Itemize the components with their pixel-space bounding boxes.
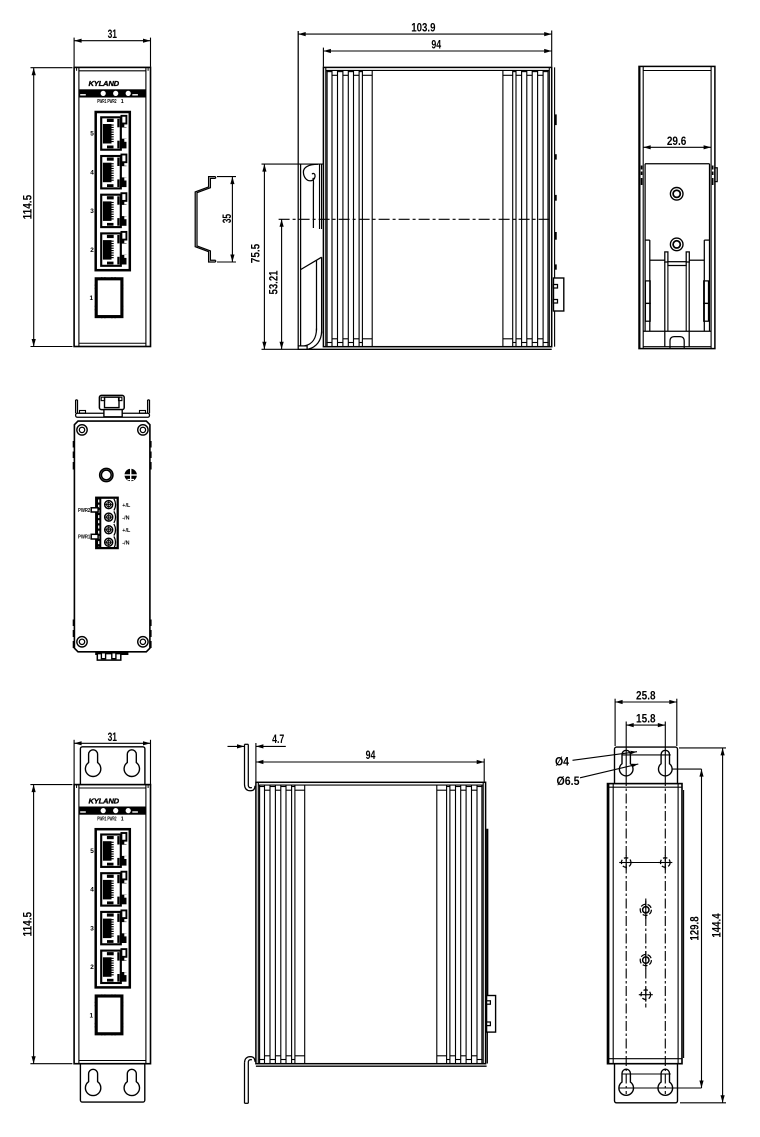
svg-text:53.21: 53.21 — [267, 270, 281, 294]
svg-text:5: 5 — [90, 131, 94, 138]
svg-text:4: 4 — [90, 887, 94, 894]
svg-text:PWR1: PWR1 — [78, 535, 90, 541]
svg-text:114.5: 114.5 — [21, 912, 35, 937]
svg-text:1: 1 — [121, 816, 124, 822]
svg-text:29.6: 29.6 — [667, 134, 687, 148]
svg-text:3: 3 — [90, 925, 94, 932]
svg-text:+/L: +/L — [122, 528, 131, 534]
svg-text:+/L: +/L — [122, 503, 131, 509]
svg-text:KYLAND: KYLAND — [88, 796, 119, 805]
svg-text:1: 1 — [89, 295, 93, 302]
svg-text:35: 35 — [220, 214, 234, 224]
svg-text:-/N: -/N — [122, 540, 129, 546]
svg-text:4: 4 — [90, 169, 94, 176]
svg-text:3: 3 — [90, 208, 94, 215]
svg-text:1: 1 — [121, 99, 124, 105]
svg-text:103.9: 103.9 — [411, 21, 435, 35]
svg-text:1: 1 — [89, 1012, 93, 1019]
svg-text:94: 94 — [366, 748, 376, 762]
svg-text:114.5: 114.5 — [21, 195, 35, 220]
svg-text:-/N: -/N — [122, 515, 129, 521]
svg-text:31: 31 — [108, 730, 118, 744]
svg-text:5: 5 — [90, 848, 94, 855]
svg-text:25.8: 25.8 — [636, 689, 656, 703]
svg-text:PWR1 PWR2: PWR1 PWR2 — [97, 816, 116, 822]
svg-text:4.7: 4.7 — [272, 732, 284, 746]
svg-text:2: 2 — [90, 964, 94, 971]
svg-text:PWR2: PWR2 — [78, 508, 90, 514]
svg-text:94: 94 — [431, 37, 441, 51]
svg-text:2: 2 — [90, 247, 94, 254]
svg-text:Ø4: Ø4 — [555, 755, 569, 769]
svg-text:75.5: 75.5 — [249, 243, 263, 263]
svg-text:Ø6.5: Ø6.5 — [557, 774, 580, 788]
svg-text:KYLAND: KYLAND — [88, 79, 119, 88]
svg-text:129.8: 129.8 — [688, 916, 702, 940]
svg-text:15.8: 15.8 — [636, 712, 656, 726]
svg-text:PWR1 PWR2: PWR1 PWR2 — [97, 99, 116, 105]
svg-text:144.4: 144.4 — [710, 913, 724, 937]
svg-text:31: 31 — [108, 27, 118, 41]
